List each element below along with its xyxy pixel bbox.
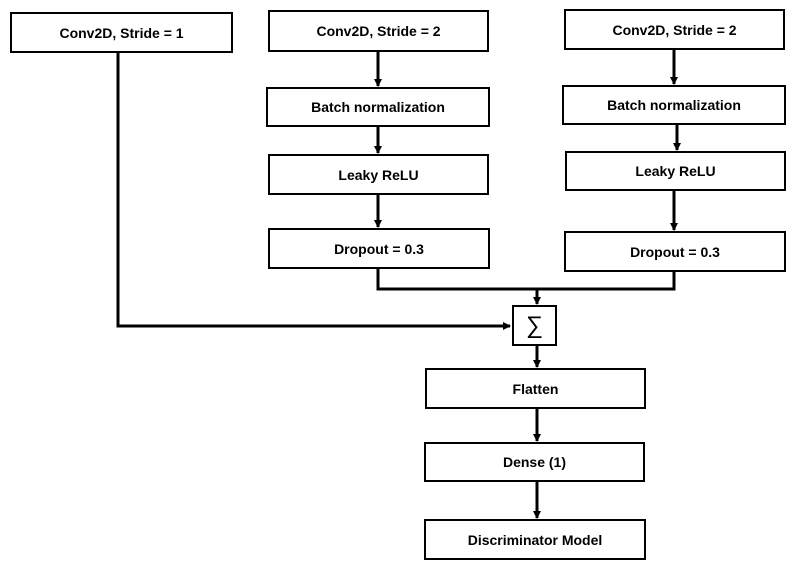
discriminator-model-node: Discriminator Model <box>424 519 646 560</box>
conv2d-stride1-node: Conv2D, Stride = 1 <box>10 12 233 53</box>
flatten-node: Flatten <box>425 368 646 409</box>
dropout-right-node: Dropout = 0.3 <box>564 231 786 272</box>
batch-norm-right-node: Batch normalization <box>562 85 786 125</box>
sum-node: ∑ <box>512 305 557 346</box>
batch-norm-mid-node: Batch normalization <box>266 87 490 127</box>
conv2d-stride2-right-node: Conv2D, Stride = 2 <box>564 9 785 50</box>
dropout-mid-node: Dropout = 0.3 <box>268 228 490 269</box>
conv2d-stride2-mid-node: Conv2D, Stride = 2 <box>268 10 489 52</box>
leaky-relu-mid-node: Leaky ReLU <box>268 154 489 195</box>
merge-line-dropouts <box>376 269 676 291</box>
leaky-relu-right-node: Leaky ReLU <box>565 151 786 191</box>
arrow-skip-to-sum <box>116 52 511 330</box>
dense-node: Dense (1) <box>424 442 645 482</box>
